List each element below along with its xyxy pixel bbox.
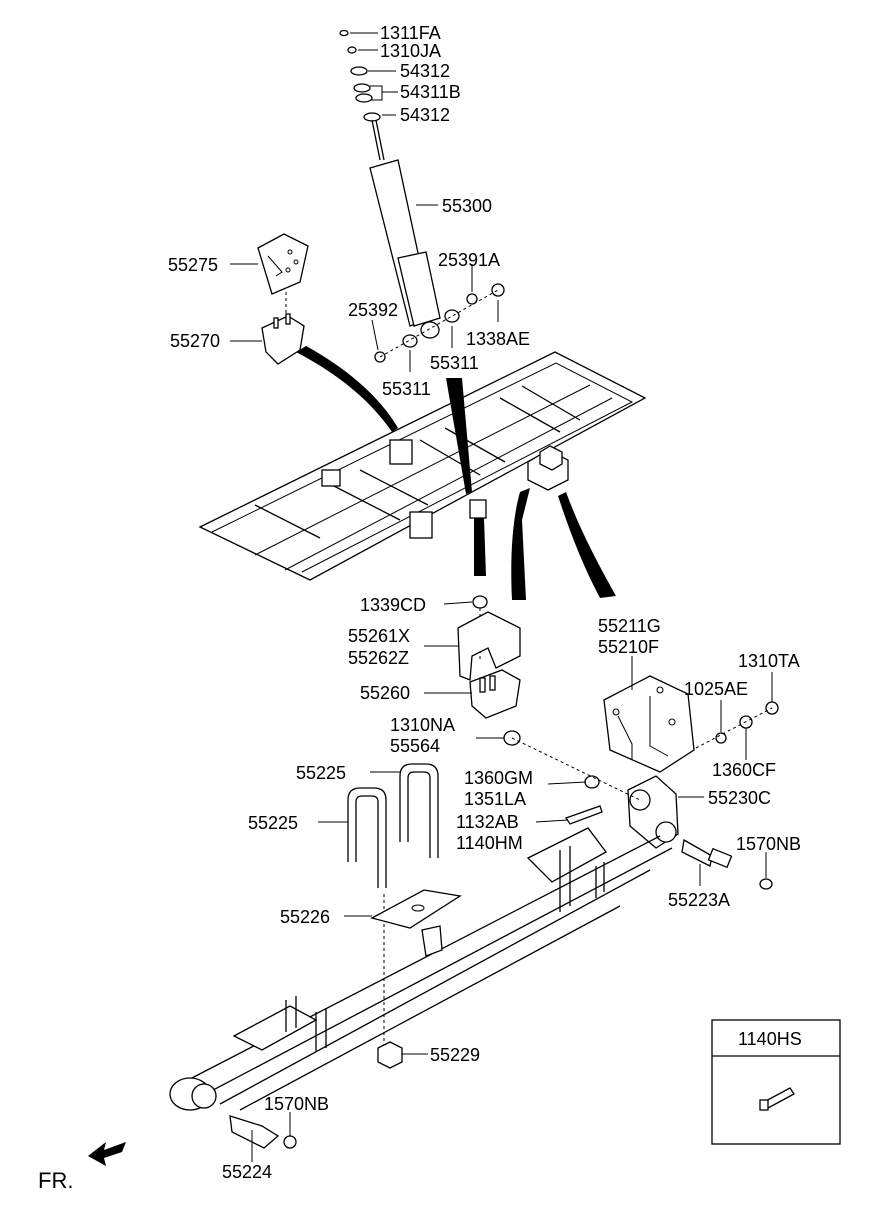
label-25391A: 25391A <box>438 250 500 270</box>
label-1338AE: 1338AE <box>466 329 530 349</box>
label-1140HM: 1140HM <box>456 833 523 853</box>
label-55230C: 55230C <box>708 788 771 808</box>
label-55224: 55224 <box>222 1162 272 1182</box>
front-direction-indicator: FR. <box>38 1142 126 1193</box>
label-1570NB-right: 1570NB <box>736 834 801 854</box>
bump-stop-assembly <box>257 233 309 365</box>
label-55260: 55260 <box>360 683 410 703</box>
label-55262Z: 55262Z <box>348 648 409 668</box>
label-55210F: 55210F <box>598 637 659 657</box>
inset-box-1140hs <box>711 1019 841 1145</box>
label-1140HS: 1140HS <box>738 1029 802 1049</box>
label-54312-top: 54312 <box>400 61 450 81</box>
label-55229: 55229 <box>430 1045 480 1065</box>
label-1351LA: 1351LA <box>464 789 526 809</box>
label-55211G: 55211G <box>598 616 661 636</box>
label-55225-lower: 55225 <box>248 813 298 833</box>
label-25392: 25392 <box>348 300 398 320</box>
location-arrows <box>296 346 616 600</box>
label-54312-bottom: 54312 <box>400 105 450 125</box>
arrow-wedge-bump-stop <box>296 346 398 432</box>
label-1360CF: 1360CF <box>712 760 776 780</box>
leader-lines <box>230 32 773 1162</box>
arrow-wedge-shock <box>446 378 472 494</box>
label-55311-left: 55311 <box>382 379 431 399</box>
shock-absorber-assembly <box>339 29 505 363</box>
arrow-wedge-bracket-c <box>558 492 616 598</box>
label-1311FA: 1311FA <box>380 23 441 43</box>
label-55275: 55275 <box>168 255 218 275</box>
label-1310TA: 1310TA <box>738 651 800 671</box>
label-1339CD: 1339CD <box>360 595 426 615</box>
label-1310JA: 1310JA <box>380 41 441 61</box>
upper-mount-bracket <box>457 595 521 719</box>
front-label: FR. <box>38 1168 73 1193</box>
label-55226: 55226 <box>280 907 330 927</box>
arrow-wedge-bracket-b <box>511 488 530 600</box>
part-labels: 1311FA 1310JA 54312 54311B 54312 55300 5… <box>168 23 802 1182</box>
label-55300: 55300 <box>442 196 492 216</box>
label-1132AB: 1132AB <box>456 812 519 832</box>
arrow-wedge-bracket-a <box>474 518 486 576</box>
front-arrow-icon <box>88 1142 126 1166</box>
spring-shackle <box>503 730 773 890</box>
label-55223A: 55223A <box>668 890 730 910</box>
label-55225-upper: 55225 <box>296 763 346 783</box>
spring-hanger-bracket <box>603 675 779 773</box>
label-55261X: 55261X <box>348 626 410 646</box>
label-54311B: 54311B <box>400 82 461 102</box>
label-55311-right: 55311 <box>430 353 479 373</box>
label-55564: 55564 <box>390 736 440 756</box>
label-1310NA: 1310NA <box>390 715 455 735</box>
spring-plate-and-nut <box>370 889 462 1069</box>
label-1360GM: 1360GM <box>464 768 533 788</box>
label-1570NB-left: 1570NB <box>264 1094 329 1114</box>
label-1025AE: 1025AE <box>684 679 748 699</box>
label-55270: 55270 <box>170 331 220 351</box>
leaf-spring <box>169 827 673 1149</box>
